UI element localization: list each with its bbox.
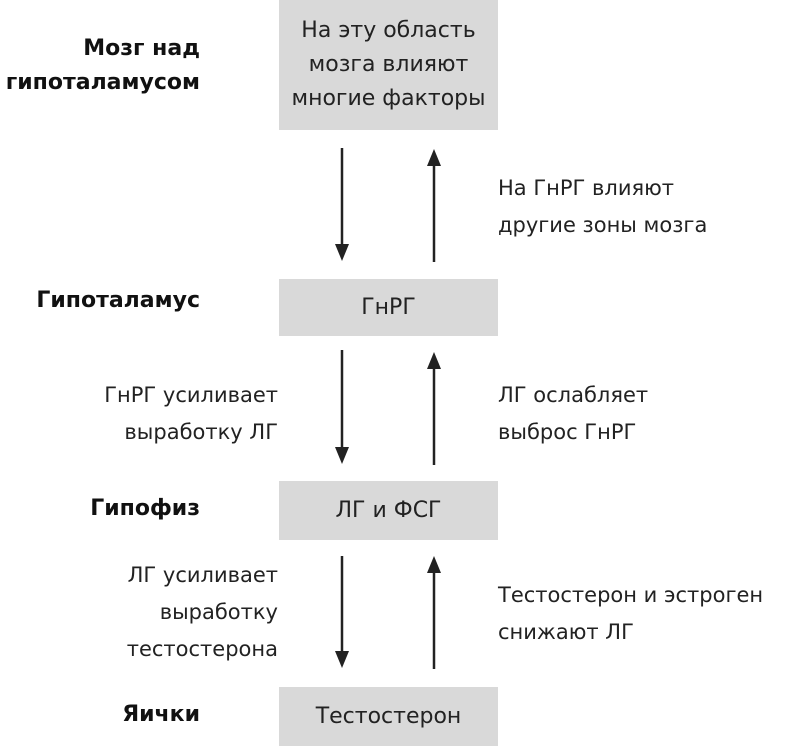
note-line: Тестостерон и эстроген [498, 583, 764, 607]
box-line: Тестостерон [315, 703, 462, 729]
arrow-down-3-head [335, 651, 349, 668]
box-line: На эту область [301, 18, 476, 43]
label-line: Гипофиз [90, 496, 200, 521]
note-line: ГнРГ усиливает [104, 383, 278, 407]
note-line: выброс ГнРГ [498, 420, 637, 444]
note-up-3: Тестостерон и эстроген снижают ЛГ [498, 577, 763, 651]
label-line: гипоталамусом [5, 70, 200, 95]
arrow-up-1-head [427, 149, 441, 166]
note-down-3: ЛГ усиливает выработку тестостерона [127, 557, 278, 668]
box-brain-factors: На эту область мозга влияют многие факто… [279, 0, 498, 130]
label-testes: Яички [122, 698, 200, 732]
box-testosterone: Тестостерон [279, 687, 498, 746]
box-gnrh: ГнРГ [279, 279, 498, 336]
note-down-2: ГнРГ усиливает выработку ЛГ [104, 377, 278, 451]
arrow-down-2-head [335, 447, 349, 464]
label-line: Яички [122, 702, 200, 727]
note-line: выработку [159, 600, 278, 624]
box-line: ЛГ и ФСГ [335, 497, 442, 523]
box-line: мозга влияют [308, 52, 469, 77]
label-brain-above-hypothalamus: Мозг над гипоталамусом [6, 32, 200, 100]
arrow-down-1-head [335, 244, 349, 261]
label-line: Гипоталамус [36, 288, 200, 313]
note-line: ЛГ усиливает [127, 563, 278, 587]
box-line: ГнРГ [361, 294, 416, 320]
box-lh-fsh: ЛГ и ФСГ [279, 481, 498, 540]
note-line: выработку ЛГ [124, 420, 278, 444]
note-up-2: ЛГ ослабляет выброс ГнРГ [498, 377, 648, 451]
label-hypothalamus: Гипоталамус [36, 284, 200, 318]
arrow-up-3-head [427, 556, 441, 573]
note-line: снижают ЛГ [498, 620, 634, 644]
note-line: другие зоны мозга [498, 213, 708, 237]
note-line: ЛГ ослабляет [498, 383, 649, 407]
label-pituitary: Гипофиз [90, 492, 200, 526]
note-up-1: На ГнРГ влияют другие зоны мозга [498, 170, 707, 244]
note-line: тестостерона [126, 637, 278, 661]
box-line: многие факторы [291, 86, 486, 111]
arrow-up-2-head [427, 352, 441, 369]
note-line: На ГнРГ влияют [498, 176, 675, 200]
label-line: Мозг над [83, 36, 200, 61]
